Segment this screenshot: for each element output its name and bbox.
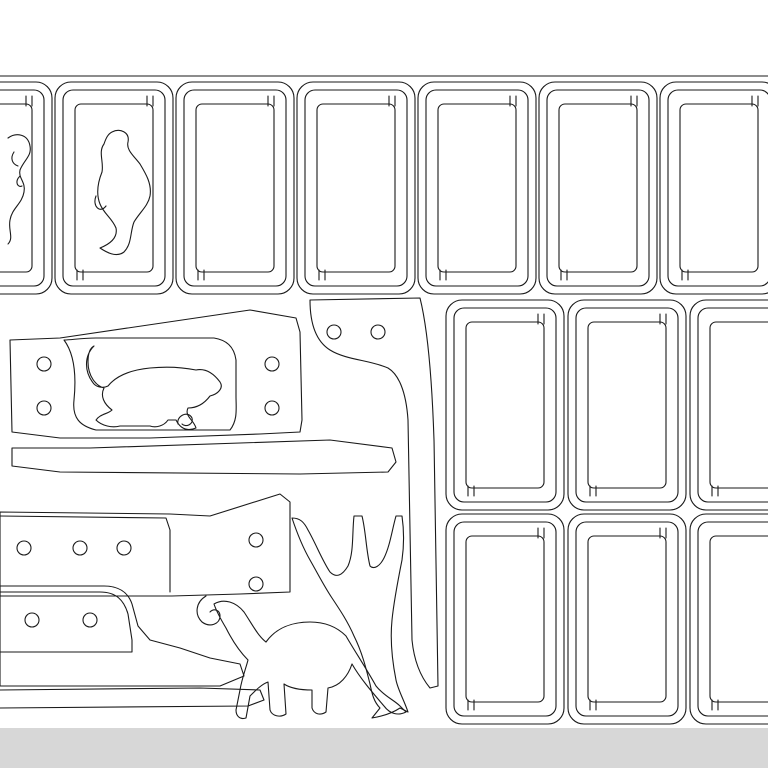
frame-window	[316, 103, 396, 273]
frame-window	[465, 535, 545, 703]
hanging-monkey-silhouette	[291, 515, 409, 719]
frame-outer	[567, 299, 687, 511]
frame-outer	[175, 81, 295, 295]
frame-window	[0, 103, 33, 273]
footer-band	[0, 728, 768, 768]
mount-hole	[72, 540, 88, 556]
frame-inner	[575, 521, 679, 717]
frame-outer	[445, 513, 565, 725]
mount-hole	[82, 612, 98, 628]
frame-outer	[445, 299, 565, 511]
knife-blade-3	[0, 687, 265, 709]
mount-hole	[248, 532, 264, 548]
mount-hole	[16, 540, 32, 556]
rat-silhouette	[85, 345, 222, 431]
monkey-silhouette	[196, 595, 407, 720]
frame-outer	[659, 81, 768, 295]
frame-inner	[697, 307, 768, 503]
knife-plate-2	[0, 493, 291, 597]
material-sheet	[0, 76, 768, 728]
frame-outer	[567, 513, 687, 725]
frame-window	[465, 321, 545, 489]
frame-window	[709, 535, 768, 703]
frame-window	[558, 103, 638, 273]
frame-window	[587, 535, 667, 703]
rat-tail-curl	[177, 413, 193, 427]
frame-inner	[0, 89, 45, 287]
frame-inner	[453, 307, 557, 503]
mount-hole	[116, 540, 132, 556]
knife-plate-3	[0, 585, 245, 687]
frame-window	[74, 103, 154, 273]
frame-inner	[697, 521, 768, 717]
frame-inner	[453, 521, 557, 717]
frame-inner	[575, 307, 679, 503]
frame-window	[195, 103, 275, 273]
frame-outer	[417, 81, 537, 295]
frame-window	[437, 103, 517, 273]
knife-plate-rat-inner-edge	[63, 337, 237, 431]
knife-blade-1	[11, 439, 397, 475]
frame-inner	[425, 89, 529, 287]
frame-outer	[296, 81, 416, 295]
mount-hole	[36, 356, 52, 372]
mount-hole	[264, 400, 280, 416]
frame-outer	[54, 81, 174, 295]
frame-outer	[689, 513, 768, 725]
knife-plate-3-inner	[0, 591, 133, 653]
frame-top-row	[0, 81, 768, 295]
frame-inner	[183, 89, 287, 287]
knife-plate-2-inner	[0, 515, 171, 593]
frame-inner	[304, 89, 408, 287]
frame-window	[709, 321, 768, 489]
mount-hole	[24, 612, 40, 628]
knife-plate-rat	[9, 309, 303, 439]
bracket-hole	[326, 324, 342, 340]
frame-outer	[689, 299, 768, 511]
frame-outer	[538, 81, 658, 295]
frame-window	[587, 321, 667, 489]
seahorse-silhouette	[7, 134, 31, 245]
mount-hole	[248, 576, 264, 592]
mermaid-silhouette	[94, 129, 151, 256]
mount-hole	[36, 400, 52, 416]
frame-inner	[667, 89, 768, 287]
frame-outer	[0, 81, 53, 295]
frame-right-grid	[445, 299, 768, 725]
hanger-bracket	[309, 297, 439, 689]
frame-window	[679, 103, 759, 273]
frame-inner	[546, 89, 650, 287]
bracket-hole	[370, 324, 386, 340]
mount-hole	[264, 356, 280, 372]
frame-inner	[62, 89, 166, 287]
